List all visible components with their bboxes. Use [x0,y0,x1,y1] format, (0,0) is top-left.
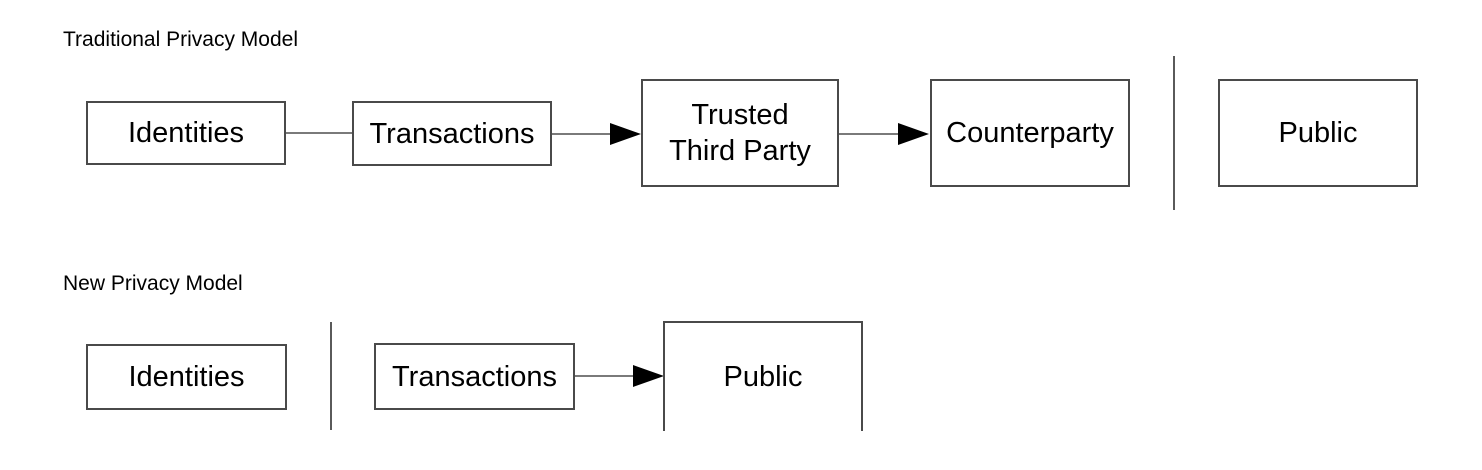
box-transactions-traditional: Transactions [352,101,552,166]
box-trusted-third-party-label-line1: Trusted [691,99,789,131]
box-counterparty-label: Counterparty [946,117,1114,149]
box-identities-traditional: Identities [86,101,286,165]
divider-traditional [1173,56,1175,210]
connector-transactions-public-line [575,375,633,377]
box-trusted-third-party: Trusted Third Party [641,79,839,187]
box-transactions-new-label: Transactions [392,360,557,393]
traditional-model-title: Traditional Privacy Model [63,28,298,51]
box-identities-new: Identities [86,344,287,410]
box-transactions-new: Transactions [374,343,575,410]
arrowhead-transactions-ttp-icon [610,123,641,145]
arrowhead-transactions-public-icon [633,365,664,387]
box-public-traditional: Public [1218,79,1418,187]
connector-ttp-counterparty-line [839,133,898,135]
box-identities-traditional-label: Identities [127,117,245,149]
connector-identities-transactions [286,132,352,134]
box-public-traditional-label: Public [1278,117,1358,149]
connector-transactions-ttp-line [552,133,610,135]
box-public-new: Public [663,321,863,431]
arrowhead-ttp-counterparty-icon [898,123,929,145]
new-model-title: New Privacy Model [63,272,243,295]
box-public-new-label: Public [723,361,803,393]
box-transactions-traditional-label: Transactions [369,117,535,150]
divider-new [330,322,332,430]
box-identities-new-label: Identities [128,361,245,393]
box-trusted-third-party-label-line2: Third Party [669,135,811,167]
box-counterparty: Counterparty [930,79,1130,187]
